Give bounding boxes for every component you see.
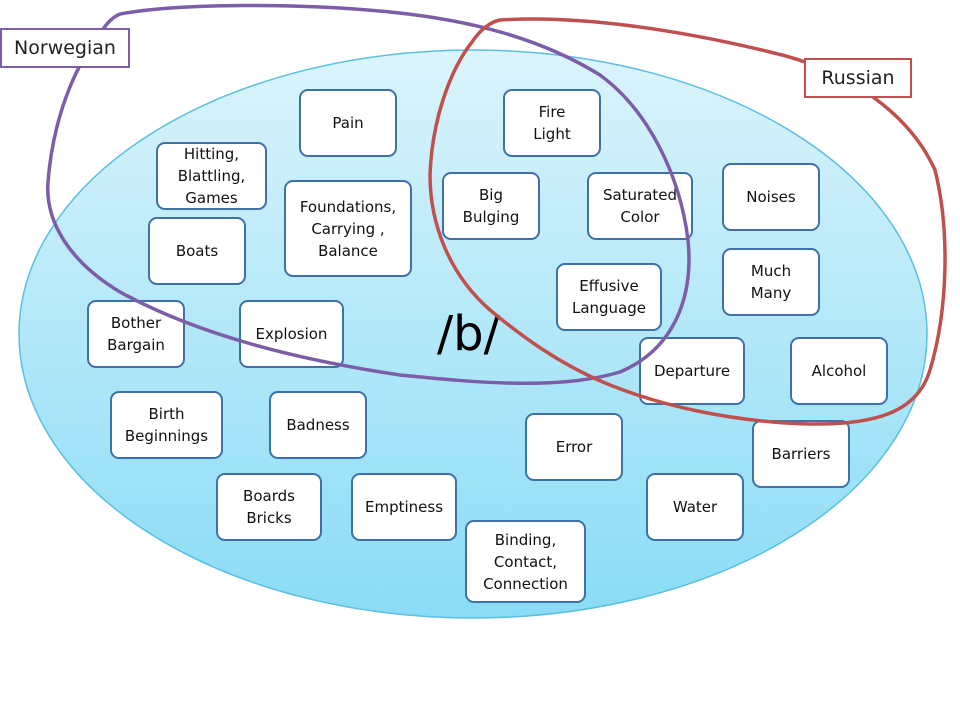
node-alcohol: Alcohol [790, 337, 888, 405]
node-bother-bargain: Bother Bargain [87, 300, 185, 368]
node-emptiness: Emptiness [351, 473, 457, 541]
node-birth-beginnings: Birth Beginnings [110, 391, 223, 459]
node-departure: Departure [639, 337, 745, 405]
node-error: Error [525, 413, 623, 481]
node-binding-contact-connection: Binding, Contact, Connection [465, 520, 586, 603]
node-foundations-carrying-balance: Foundations, Carrying , Balance [284, 180, 412, 277]
node-fire-light: Fire Light [503, 89, 601, 157]
node-badness: Badness [269, 391, 367, 459]
node-pain: Pain [299, 89, 397, 157]
node-hitting-blattling-games: Hitting, Blattling, Games [156, 142, 267, 210]
node-saturated-color: Saturated Color [587, 172, 693, 240]
node-noises: Noises [722, 163, 820, 231]
node-much-many: Much Many [722, 248, 820, 316]
node-water: Water [646, 473, 744, 541]
node-boards-bricks: Boards Bricks [216, 473, 322, 541]
node-boats: Boats [148, 217, 246, 285]
node-barriers: Barriers [752, 420, 850, 488]
node-effusive-language: Effusive Language [556, 263, 662, 331]
phoneme-label: /b/ [437, 306, 500, 362]
norwegian-label: Norwegian [0, 28, 130, 68]
node-big-bulging: Big Bulging [442, 172, 540, 240]
node-explosion: Explosion [239, 300, 344, 368]
russian-label: Russian [804, 58, 912, 98]
